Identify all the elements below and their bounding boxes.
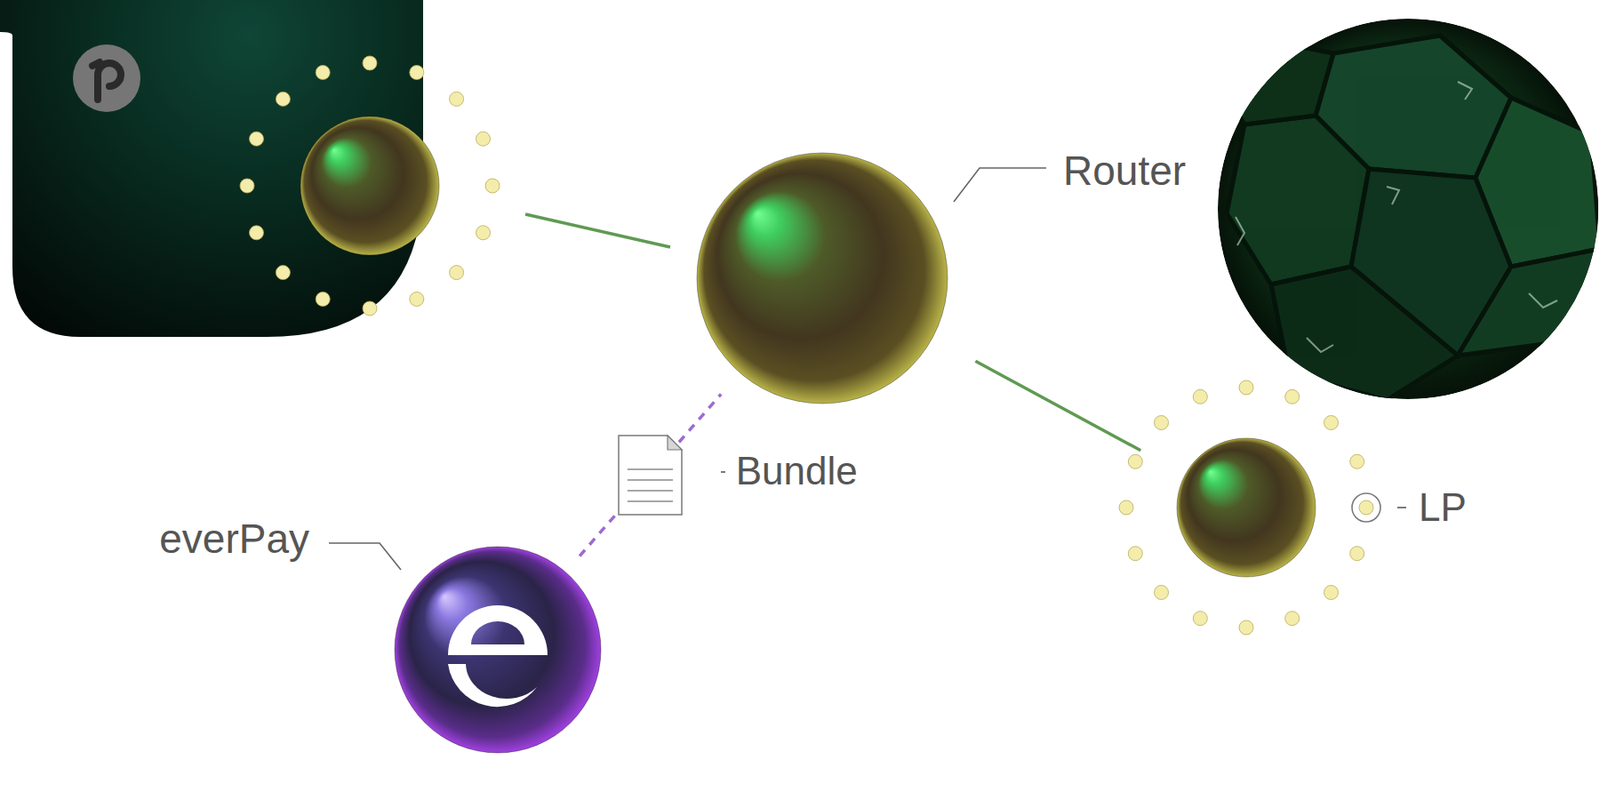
ring-dot: [275, 91, 290, 106]
ring-dot: [275, 265, 290, 280]
leader-line: [328, 543, 401, 570]
sphere-glint: [1457, 81, 1472, 100]
link-line: [525, 214, 671, 248]
ring-dot: [1239, 620, 1254, 635]
ring-dot: [1119, 500, 1134, 515]
router-sphere: Router: [696, 152, 949, 405]
sphere-plate: [1475, 97, 1600, 267]
sphere-body: [1176, 438, 1316, 577]
sphere-body: [696, 152, 948, 404]
sphere-glint: [1235, 216, 1245, 246]
document-fold: [667, 435, 682, 450]
dashed-connector: [579, 393, 721, 556]
dot-ring: [1119, 380, 1374, 635]
sphere-base: [1217, 18, 1599, 400]
document-line: [627, 468, 673, 471]
document-line: [627, 500, 673, 503]
ring-dot: [1285, 389, 1300, 404]
sphere-plate: [1217, 35, 1334, 125]
sphere-shape: [393, 545, 602, 754]
logo-glyph: [92, 62, 121, 100]
document-lines: [627, 469, 673, 502]
ring-dot: [1154, 585, 1169, 600]
ring-dot: [1128, 454, 1143, 469]
logo-crescent: [448, 664, 537, 707]
leader-line: [720, 471, 726, 473]
leader-line: [1397, 506, 1407, 509]
document-line: [627, 479, 673, 481]
sphere-shape: [1176, 437, 1317, 578]
ring-dot: [249, 225, 264, 240]
ring-dot: [485, 178, 500, 193]
sphere-plates: [1217, 35, 1600, 400]
ring-dot: [315, 292, 330, 307]
ring-dot: [1350, 454, 1365, 469]
ring-dot: [449, 265, 464, 280]
sphere-glint: [1386, 186, 1400, 205]
ring-dot: [240, 178, 255, 193]
everpay-logo: [448, 605, 548, 707]
ring-dot: [362, 301, 377, 316]
ring-dot: [476, 131, 491, 146]
ring-dot: [1128, 546, 1143, 561]
document-icon: [618, 435, 682, 515]
lp-marker-ring: [1352, 493, 1381, 522]
sphere-plate: [1271, 266, 1458, 400]
ring-dot: [315, 65, 330, 80]
solid-connector: [975, 360, 1141, 451]
ring-dot: [1324, 416, 1339, 431]
ring-dot: [1239, 380, 1254, 395]
node-label: everPay: [159, 516, 310, 562]
ring-dot: [1285, 611, 1300, 626]
ring-dot: [1324, 585, 1339, 600]
ring-dot: [249, 131, 264, 146]
edge-label: Bundle: [732, 449, 862, 493]
ring-dot: [1192, 389, 1208, 404]
ring-dot: [1350, 546, 1365, 561]
ring-dot: [476, 225, 491, 240]
ring-dot: [362, 56, 377, 71]
sphere-plate: [1226, 115, 1369, 285]
sphere-glint: [1528, 293, 1558, 308]
sphere-highlights: [1235, 81, 1558, 352]
ring-dot: [1359, 500, 1374, 515]
logo-badge: [72, 44, 141, 112]
logo-bowl: [448, 605, 548, 656]
everpay-sphere: everPay: [393, 545, 602, 754]
leader-line: [953, 168, 1047, 202]
ring-dot: [449, 91, 464, 106]
node-label: LP: [1418, 486, 1467, 529]
textured-sphere: [1217, 18, 1600, 400]
ring-dot: [409, 292, 424, 307]
sphere-plate: [1457, 248, 1600, 356]
sphere-shape: [696, 152, 949, 405]
sphere-plate: [1315, 35, 1512, 178]
ring-dot: [1192, 611, 1208, 626]
sphere-body: [394, 546, 601, 753]
node-label: Router: [1063, 148, 1186, 194]
dark-panel: [0, 0, 424, 337]
document-line: [627, 489, 673, 492]
lp-sphere: LP: [1176, 437, 1317, 578]
dot-ring: [240, 56, 500, 316]
node-sphere: [300, 116, 440, 256]
ring-dot: [1154, 416, 1169, 431]
ring-dot: [409, 65, 424, 80]
sphere-glint: [1306, 337, 1334, 352]
sphere-plate: [1351, 168, 1512, 356]
